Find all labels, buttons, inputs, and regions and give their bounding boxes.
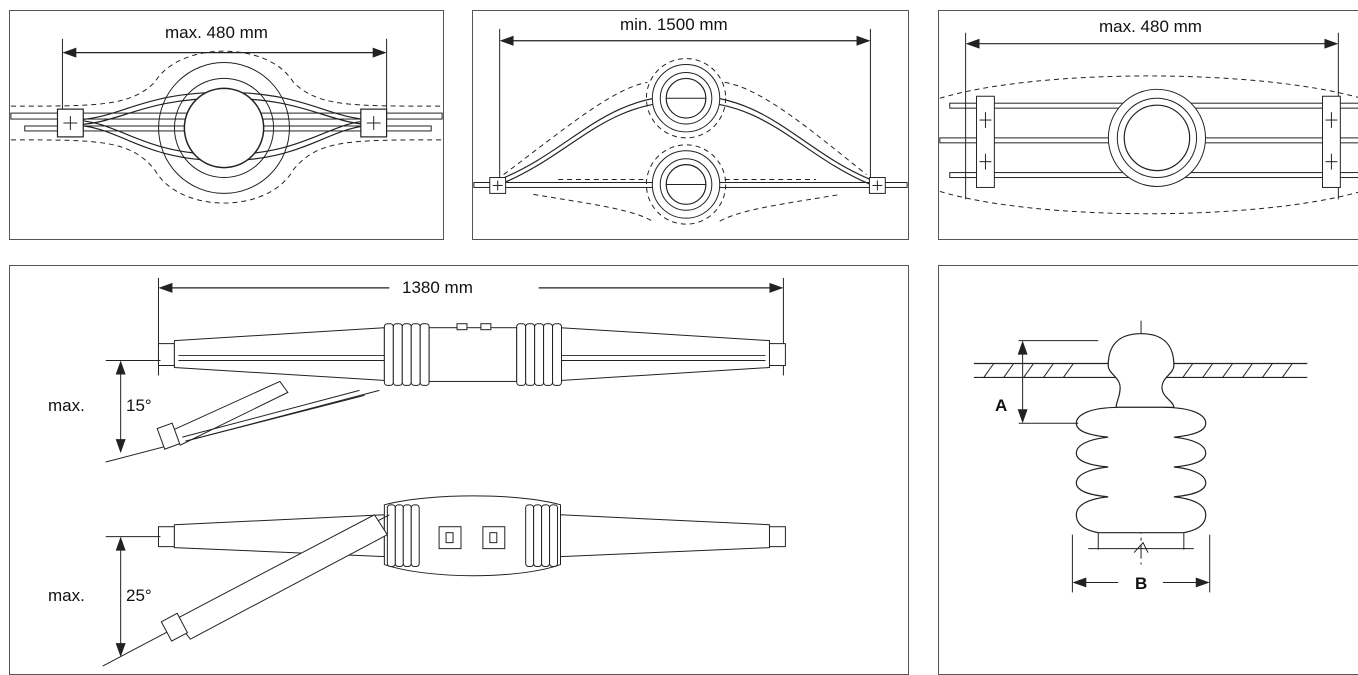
panel-bushing-dimensions: A B	[938, 265, 1358, 675]
panel-joint-bending: 1380 mm max. 15° max. 25°	[9, 265, 909, 675]
length-label-1380: 1380 mm	[402, 278, 473, 298]
angle-1-value: 15°	[126, 396, 152, 416]
joint-bending-drawing	[102, 277, 786, 667]
double-bend-drawing	[473, 28, 908, 225]
angle-1-prefix: max.	[48, 396, 85, 416]
panel-double-bend-1500: min. 1500 mm	[472, 10, 909, 240]
dimension-label-max-480-three: max. 480 mm	[1099, 17, 1202, 37]
dimension-label-min-1500: min. 1500 mm	[620, 15, 728, 35]
dimension-a-label: A	[995, 396, 1008, 416]
angle-2-prefix: max.	[48, 586, 85, 606]
dimension-b-label: B	[1135, 574, 1148, 594]
panel-cable-splice-480: max. 480 mm	[9, 10, 444, 240]
panel-three-cable-480: max. 480 mm	[938, 10, 1358, 240]
bushing-drawing	[973, 320, 1308, 593]
angle-2-value: 25°	[126, 586, 152, 606]
cable-splice-480-drawing	[10, 38, 443, 204]
three-cable-drawing	[939, 32, 1358, 215]
dimension-label-max-480: max. 480 mm	[165, 23, 268, 43]
